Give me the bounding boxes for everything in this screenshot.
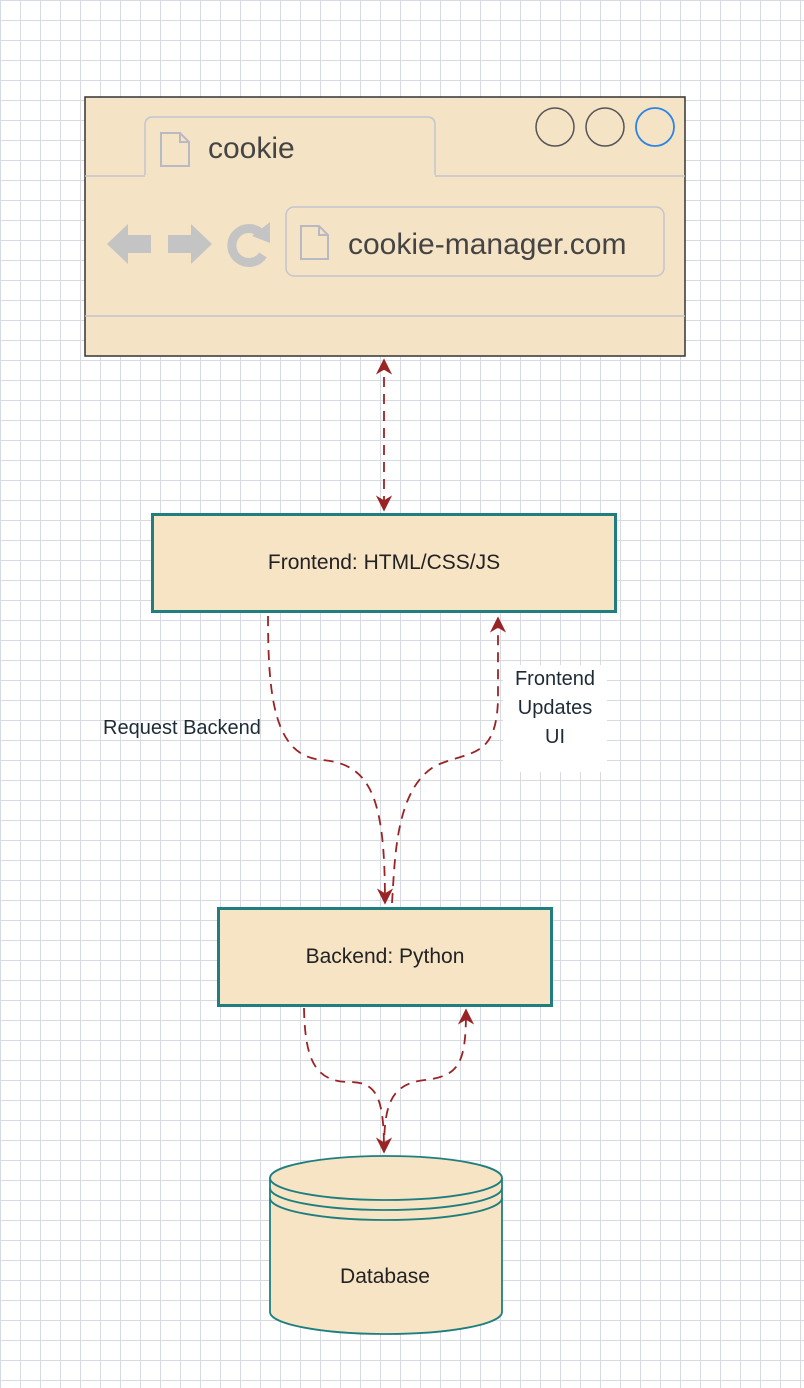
edge-backend-database [303,1007,393,1154]
request-backend-label: Request Backend [103,717,261,739]
frontend-label: Frontend: HTML/CSS/JS [267,551,501,574]
reload-icon[interactable] [227,222,270,267]
circle-button-active[interactable] [635,107,675,147]
circle-button[interactable] [585,107,625,147]
url-bar[interactable] [285,206,665,277]
frontend-node: Frontend: HTML/CSS/JS [151,513,617,613]
edge-frontend-updates [391,616,507,904]
tab-title: cookie [208,132,295,165]
backend-node: Backend: Python [217,907,553,1007]
back-arrow-icon[interactable] [107,224,151,264]
url-text[interactable]: cookie-manager.com [348,228,626,261]
database-label: Database [340,1265,430,1288]
database-cylinder [269,1155,503,1335]
page-icon [160,132,190,167]
browser-tab [144,116,436,175]
circle-button[interactable] [535,107,575,147]
page-icon [300,225,329,260]
forward-arrow-icon[interactable] [168,224,212,264]
edge-request-backend [267,615,394,905]
backend-label: Backend: Python [305,945,465,968]
frontend-updates-label: Frontend Updates UI [503,665,607,772]
edge-database-backend [383,1008,475,1153]
